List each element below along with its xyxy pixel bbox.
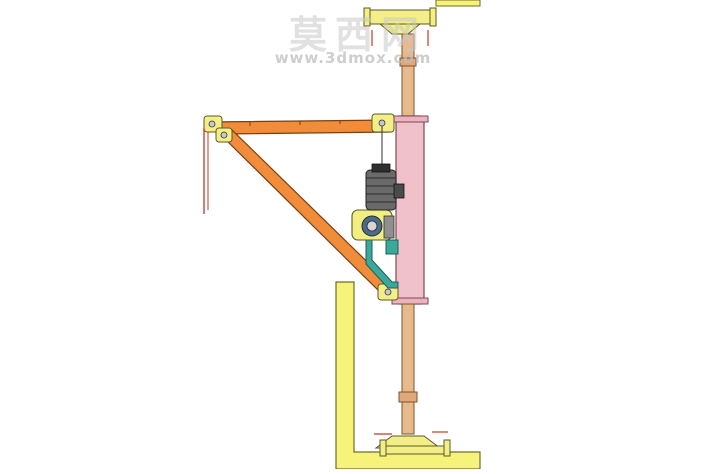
boom-arm	[203, 113, 395, 135]
lower-pole-collar	[398, 391, 418, 403]
upper-pole-collar	[399, 57, 417, 67]
ceiling-block	[435, 0, 481, 7]
rotating-sleeve	[395, 115, 425, 305]
motor-bracket	[365, 239, 399, 289]
top-clamp	[363, 7, 437, 46]
bottom-base	[374, 431, 451, 457]
lower-pole	[401, 303, 415, 435]
electric-motor	[365, 163, 405, 211]
sleeve-top-cap	[391, 115, 429, 123]
diagonal-brace	[215, 127, 399, 301]
watermark-name: 莫西网	[288, 13, 427, 57]
watermark-url: www.3dmox.com	[274, 49, 432, 67]
gearbox	[351, 209, 395, 241]
bracket-mount	[385, 239, 399, 255]
